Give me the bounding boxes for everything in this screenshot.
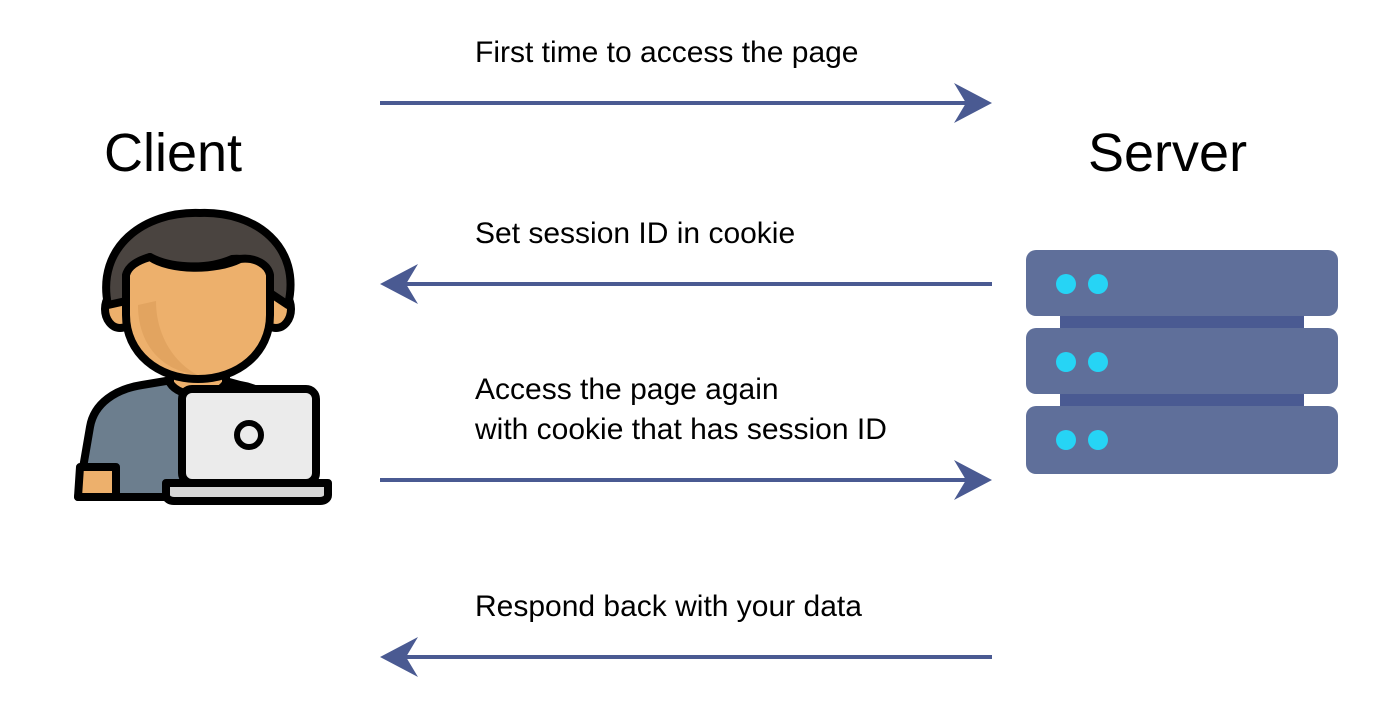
- server-led-icon: [1088, 352, 1108, 372]
- person-with-laptop-icon: [74, 208, 332, 505]
- step-1-arrow-right: [380, 83, 992, 123]
- server-unit: [1026, 406, 1338, 474]
- step-3-arrow-right: [380, 460, 992, 500]
- step-3-label-line-1: Access the page again: [475, 373, 779, 406]
- server-led-icon: [1088, 430, 1108, 450]
- server-led-icon: [1056, 430, 1076, 450]
- step-2-arrow-left: [380, 264, 992, 304]
- server-led-icon: [1088, 274, 1108, 294]
- server-unit: [1026, 250, 1338, 316]
- server-led-icon: [1056, 274, 1076, 294]
- step-1-label: First time to access the page: [475, 36, 859, 69]
- step-4-arrow-left: [380, 637, 992, 677]
- step-3-label: Access the page again with cookie that h…: [475, 370, 887, 450]
- client-title: Client: [104, 123, 243, 183]
- server-rack-icon: [1026, 250, 1338, 474]
- step-4-label: Respond back with your data: [475, 590, 862, 623]
- server-led-icon: [1056, 352, 1076, 372]
- server-title: Server: [1088, 123, 1248, 183]
- server-unit: [1026, 328, 1338, 394]
- step-3-label-line-2: with cookie that has session ID: [475, 413, 887, 446]
- step-2-label: Set session ID in cookie: [475, 217, 796, 250]
